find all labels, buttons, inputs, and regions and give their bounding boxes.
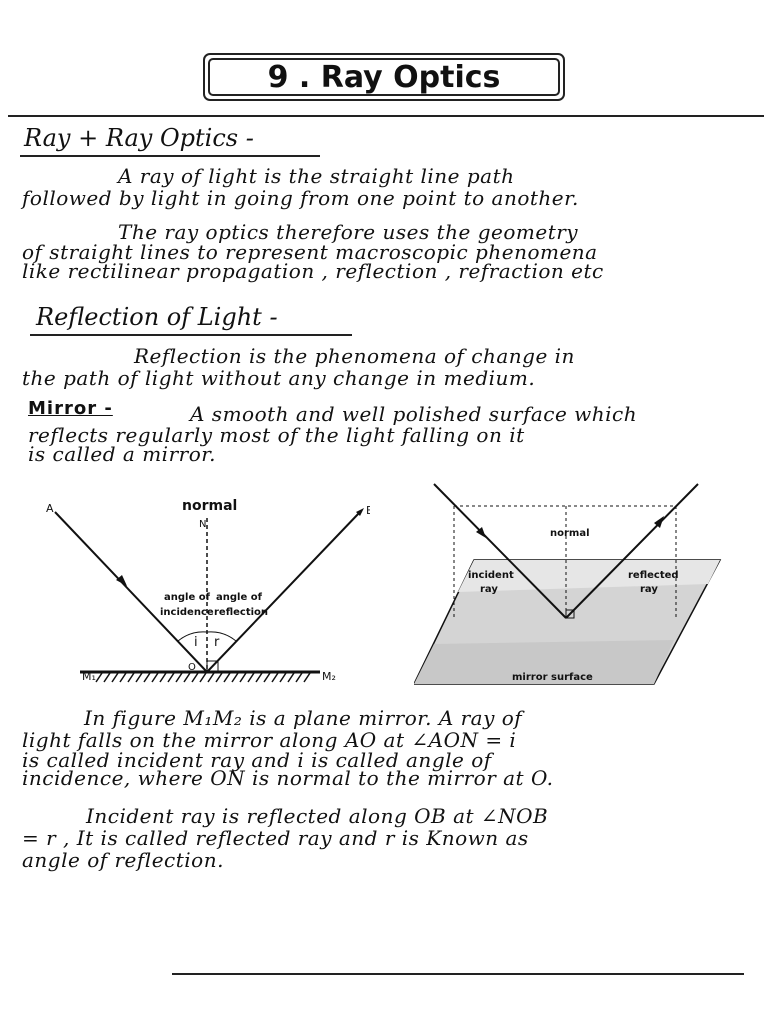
text-line: light falls on the mirror along AO at ∠A…: [22, 728, 517, 752]
point-a-label: A: [46, 502, 54, 515]
right-angle-mark: [565, 609, 575, 619]
incident-ray-label: incident: [468, 570, 514, 581]
m2-label: M₂: [322, 670, 336, 683]
reflection-diagram-left: normal N A B O angle of incidence angle …: [46, 498, 370, 683]
text-line: = r , It is called reflected ray and r i…: [22, 826, 529, 850]
reflected-ray: [206, 511, 361, 673]
text-line: the path of light without any change in …: [22, 366, 536, 390]
heading-underline: [30, 334, 352, 336]
reflected-ray: [565, 483, 699, 619]
symbol-i-label: i: [194, 635, 198, 650]
text-line: A smooth and well polished surface which: [190, 402, 638, 426]
angle-incidence-label: angle of: [164, 592, 211, 603]
section-heading-reflection: Reflection of Light -: [36, 303, 278, 331]
text-line: In figure M₁M₂ is a plane mirror. A ray …: [84, 706, 523, 730]
text-line: reflects regularly most of the light fal…: [28, 423, 525, 447]
top-divider: [8, 115, 764, 117]
section-heading-ray-optics: Ray + Ray Optics -: [24, 124, 254, 152]
angle-incidence-label: incidence: [160, 607, 214, 618]
angle-arc-i: [177, 631, 208, 642]
angle-arc-r: [206, 631, 237, 642]
incident-ray: [433, 483, 567, 619]
incident-arrow-icon: [116, 575, 127, 586]
text-line: angle of reflection.: [22, 848, 224, 872]
bottom-divider: [172, 973, 744, 975]
page-title: 9 . Ray Optics: [267, 59, 501, 95]
text-line: of straight lines to represent macroscop…: [22, 240, 598, 264]
reflected-ray-label: reflected: [628, 570, 679, 581]
mirror-label: Mirror -: [28, 398, 113, 419]
text-line: The ray optics therefore uses the geomet…: [118, 220, 579, 244]
mirror-shade: [458, 560, 720, 592]
text-line: incidence, where ON is normal to the mir…: [22, 766, 554, 790]
mirror-surface-label: mirror surface: [512, 672, 593, 683]
text-line: Incident ray is reflected along OB at ∠N…: [86, 804, 549, 828]
angle-reflection-label: angle of: [216, 592, 263, 603]
point-b-label: B: [366, 504, 370, 517]
reflected-arrow-icon: [356, 508, 364, 516]
incident-arrow-icon: [476, 527, 486, 538]
m1-label: M₁: [82, 670, 96, 683]
right-angle-mark: [206, 660, 219, 673]
normal-label: normal: [550, 528, 590, 539]
incident-ray: [54, 511, 208, 673]
text-line: Reflection is the phenomena of change in: [134, 344, 575, 368]
text-line: is called incident ray and i is called a…: [22, 748, 492, 772]
text-line: followed by light in going from one poin…: [22, 186, 579, 210]
normal-label: normal: [182, 498, 237, 514]
text-line: is called a mirror.: [28, 442, 216, 466]
reflected-arrow-icon: [654, 516, 664, 528]
point-n-label: N: [199, 519, 206, 530]
point-o-label: O: [188, 662, 196, 673]
heading-underline: [20, 155, 320, 157]
reflection-diagram-right: normal incident ray reflected ray mirror…: [414, 483, 722, 685]
reflected-ray-label: ray: [640, 584, 658, 595]
dotted-frame: [453, 505, 677, 620]
symbol-r-label: r: [214, 635, 220, 650]
incident-ray-label: ray: [480, 584, 498, 595]
text-line: like rectilinear propagation , reflectio…: [22, 259, 604, 283]
mirror-shade: [414, 640, 674, 684]
mirror-hatching: [95, 672, 311, 683]
angle-reflection-label: reflection: [214, 607, 268, 618]
title-box: 9 . Ray Optics: [203, 53, 565, 101]
text-line: A ray of light is the straight line path: [118, 164, 515, 188]
